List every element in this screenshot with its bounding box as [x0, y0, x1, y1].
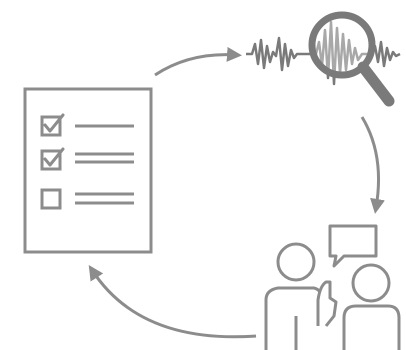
speech-bubble-icon [328, 224, 378, 268]
person-right-head [351, 263, 391, 303]
checkbox-checked-2 [40, 149, 62, 171]
checkbox-unchecked [40, 188, 62, 210]
raised-hand-icon [316, 280, 338, 327]
checklist-icon [23, 87, 153, 254]
magnifier-handle [357, 61, 395, 107]
checkbox-checked-1 [40, 115, 62, 137]
arrow-checklist-to-signal [154, 46, 242, 77]
checklist-item-3 [40, 188, 134, 210]
magnifier-lens [308, 11, 376, 79]
people-discussion-icon [264, 224, 401, 350]
checklist-item-2 [40, 147, 134, 171]
checkmark-icon [43, 113, 65, 133]
person-left-head [276, 242, 316, 282]
arrow-signal-to-discussion [360, 116, 385, 214]
arrow-discussion-to-checklist [88, 264, 257, 339]
person-right-body [342, 304, 401, 350]
waveform-magnifier-icon [246, 11, 401, 107]
person-right-icon [342, 263, 401, 350]
checklist-item-1 [40, 113, 134, 137]
checkmark-icon [43, 147, 65, 167]
person-left-icon [264, 242, 338, 350]
person-left-body [264, 286, 324, 350]
waveform-icon [246, 20, 401, 86]
